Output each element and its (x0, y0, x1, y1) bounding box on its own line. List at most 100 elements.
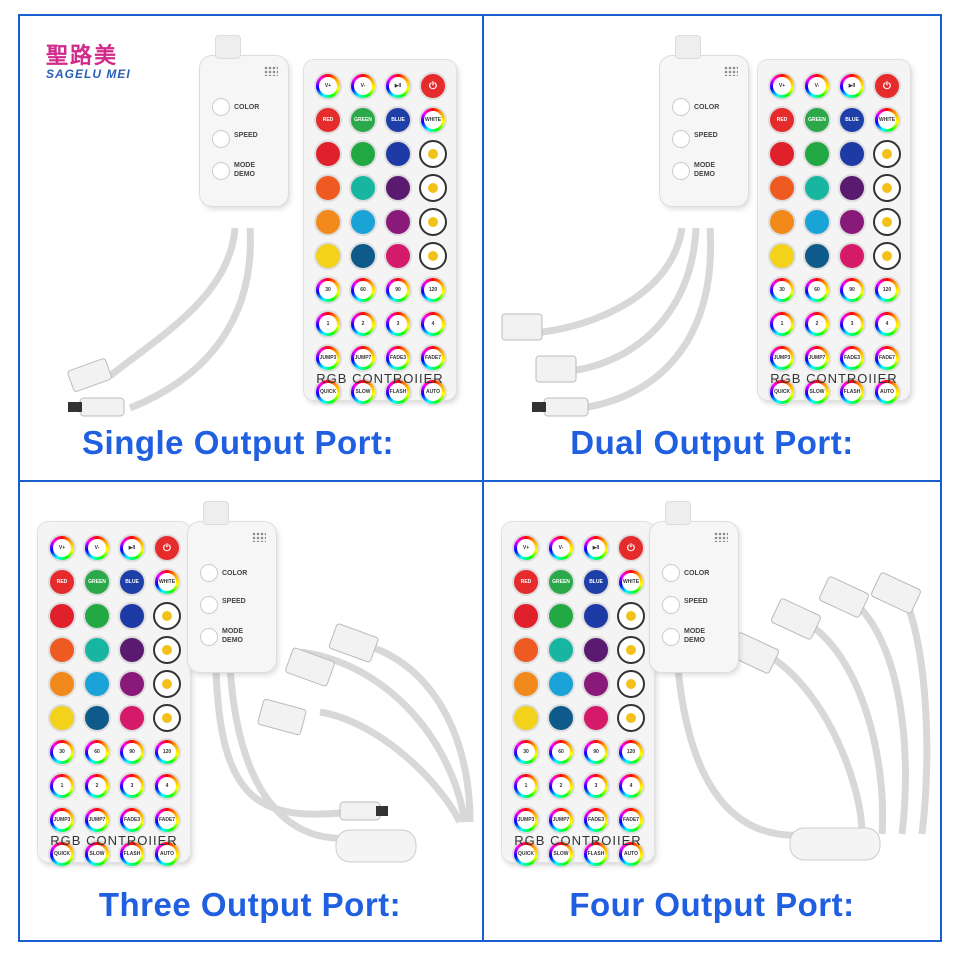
remote-button[interactable]: RED (768, 106, 796, 134)
remote-button[interactable]: FADE7 (873, 344, 901, 372)
mode-button[interactable] (672, 162, 690, 180)
remote-button[interactable]: V+ (512, 534, 540, 562)
remote-button[interactable] (349, 242, 377, 270)
bulb-icon[interactable] (617, 602, 645, 630)
bulb-icon[interactable] (873, 140, 901, 168)
remote-button[interactable] (768, 140, 796, 168)
remote-button[interactable]: FADE3 (582, 806, 610, 834)
remote-button[interactable]: GREEN (349, 106, 377, 134)
remote-button[interactable]: FADE3 (118, 806, 146, 834)
bulb-icon[interactable] (419, 140, 447, 168)
remote-button[interactable]: QUICK (48, 840, 76, 868)
remote-button[interactable]: V- (83, 534, 111, 562)
remote-button[interactable]: SLOW (83, 840, 111, 868)
remote-button[interactable] (314, 208, 342, 236)
remote-button[interactable] (582, 636, 610, 664)
speed-button[interactable] (662, 596, 680, 614)
mode-button[interactable] (212, 162, 230, 180)
remote-button[interactable]: 2 (547, 772, 575, 800)
remote-button[interactable] (803, 140, 831, 168)
remote-button[interactable]: JUMP3 (314, 344, 342, 372)
remote-button[interactable] (83, 602, 111, 630)
remote-button[interactable] (838, 174, 866, 202)
remote-button[interactable]: 4 (153, 772, 181, 800)
mode-button[interactable] (662, 628, 680, 646)
remote-button[interactable] (803, 208, 831, 236)
remote-button[interactable] (48, 670, 76, 698)
remote-button[interactable]: JUMP7 (83, 806, 111, 834)
remote-button[interactable]: QUICK (768, 378, 796, 406)
remote-button[interactable]: V- (547, 534, 575, 562)
remote-button[interactable] (803, 242, 831, 270)
remote-button[interactable]: V+ (768, 72, 796, 100)
bulb-icon[interactable] (873, 208, 901, 236)
bulb-icon[interactable] (153, 602, 181, 630)
remote-button[interactable]: SLOW (803, 378, 831, 406)
remote-button[interactable]: V+ (48, 534, 76, 562)
remote-button[interactable] (582, 602, 610, 630)
speed-button[interactable] (672, 130, 690, 148)
remote-button[interactable] (83, 704, 111, 732)
remote-button[interactable] (349, 140, 377, 168)
bulb-icon[interactable] (153, 670, 181, 698)
remote-button[interactable] (48, 636, 76, 664)
remote-button[interactable] (384, 140, 412, 168)
remote-button[interactable] (314, 174, 342, 202)
remote-button[interactable]: 2 (803, 310, 831, 338)
power-icon[interactable]: ⏻ (153, 534, 181, 562)
remote-button[interactable]: 90 (384, 276, 412, 304)
remote-button[interactable]: 4 (617, 772, 645, 800)
remote-button[interactable] (582, 704, 610, 732)
bulb-icon[interactable] (153, 636, 181, 664)
remote-button[interactable]: 1 (512, 772, 540, 800)
remote-button[interactable]: SLOW (547, 840, 575, 868)
remote-button[interactable]: 2 (349, 310, 377, 338)
remote-button[interactable] (512, 670, 540, 698)
speed-button[interactable] (200, 596, 218, 614)
remote-button[interactable]: ▶II (838, 72, 866, 100)
bulb-icon[interactable] (153, 704, 181, 732)
remote-button[interactable] (314, 242, 342, 270)
remote-button[interactable]: AUTO (873, 378, 901, 406)
remote-button[interactable]: 1 (768, 310, 796, 338)
remote-button[interactable]: RED (314, 106, 342, 134)
remote-button[interactable]: V- (349, 72, 377, 100)
remote-button[interactable] (838, 208, 866, 236)
remote-button[interactable] (349, 174, 377, 202)
remote-button[interactable]: FLASH (384, 378, 412, 406)
remote-button[interactable]: JUMP7 (547, 806, 575, 834)
bulb-icon[interactable] (873, 174, 901, 202)
remote-button[interactable] (838, 242, 866, 270)
bulb-icon[interactable] (617, 670, 645, 698)
remote-button[interactable]: FADE7 (153, 806, 181, 834)
remote-button[interactable] (384, 208, 412, 236)
bulb-icon[interactable] (617, 704, 645, 732)
remote-button[interactable] (512, 602, 540, 630)
remote-button[interactable]: AUTO (153, 840, 181, 868)
remote-button[interactable]: V- (803, 72, 831, 100)
remote-button[interactable] (48, 704, 76, 732)
remote-button[interactable]: 60 (547, 738, 575, 766)
remote-button[interactable]: RED (512, 568, 540, 596)
power-icon[interactable]: ⏻ (617, 534, 645, 562)
remote-button[interactable]: WHITE (617, 568, 645, 596)
remote-button[interactable]: ▶II (582, 534, 610, 562)
remote-button[interactable]: FADE7 (419, 344, 447, 372)
remote-button[interactable] (512, 704, 540, 732)
remote-button[interactable]: 90 (838, 276, 866, 304)
remote-button[interactable]: WHITE (873, 106, 901, 134)
remote-button[interactable]: 60 (349, 276, 377, 304)
remote-button[interactable] (118, 704, 146, 732)
remote-button[interactable]: JUMP7 (803, 344, 831, 372)
remote-button[interactable]: 120 (873, 276, 901, 304)
remote-button[interactable]: AUTO (617, 840, 645, 868)
remote-button[interactable]: WHITE (153, 568, 181, 596)
remote-button[interactable] (314, 140, 342, 168)
remote-button[interactable]: 30 (48, 738, 76, 766)
speed-button[interactable] (212, 130, 230, 148)
remote-button[interactable]: 60 (803, 276, 831, 304)
remote-button[interactable]: GREEN (83, 568, 111, 596)
remote-button[interactable]: JUMP7 (349, 344, 377, 372)
remote-button[interactable]: 120 (617, 738, 645, 766)
remote-button[interactable]: 1 (314, 310, 342, 338)
